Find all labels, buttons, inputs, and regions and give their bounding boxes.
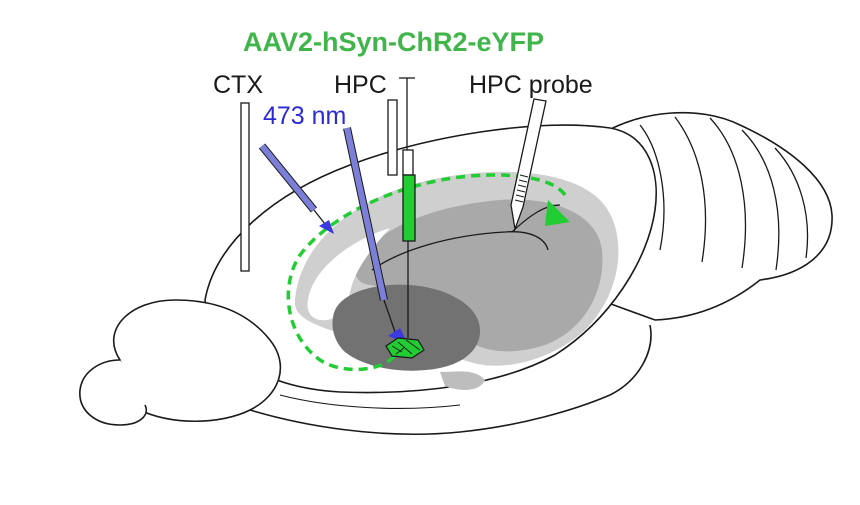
expression-boundary <box>286 173 567 372</box>
ctx-optical-fiber <box>258 143 334 234</box>
hpc-injection-cannula <box>399 77 416 338</box>
virus-label: AAV2-hSyn-ChR2-eYFP <box>243 27 544 57</box>
olfactory-tip <box>79 359 147 426</box>
hippocampal-fissure <box>371 231 549 271</box>
ctx-label: CTX <box>213 71 263 99</box>
ventral-surface <box>249 324 652 436</box>
expression-arrowhead <box>545 200 570 226</box>
brain <box>79 111 833 436</box>
hippocampus-body <box>355 199 603 352</box>
hpc-label: HPC <box>334 71 387 99</box>
dentate-line <box>511 204 561 233</box>
probe-contacts <box>514 174 529 203</box>
hpc-electrode <box>387 99 398 176</box>
septal-region <box>440 371 485 390</box>
hpc-probe-label: HPC probe <box>469 71 593 99</box>
ctx-light-cone <box>319 220 334 234</box>
hpc-optical-fiber <box>343 127 408 344</box>
cerebellum-folia <box>639 116 809 271</box>
hpc-probe <box>510 98 547 232</box>
thalamus <box>332 284 481 371</box>
wavelength-label: 473 nm <box>263 102 346 130</box>
lateral-ventricle <box>307 228 390 321</box>
injection-site-texture <box>391 339 421 355</box>
ctx-electrode <box>240 102 250 272</box>
brain-lower-contour <box>279 394 461 409</box>
